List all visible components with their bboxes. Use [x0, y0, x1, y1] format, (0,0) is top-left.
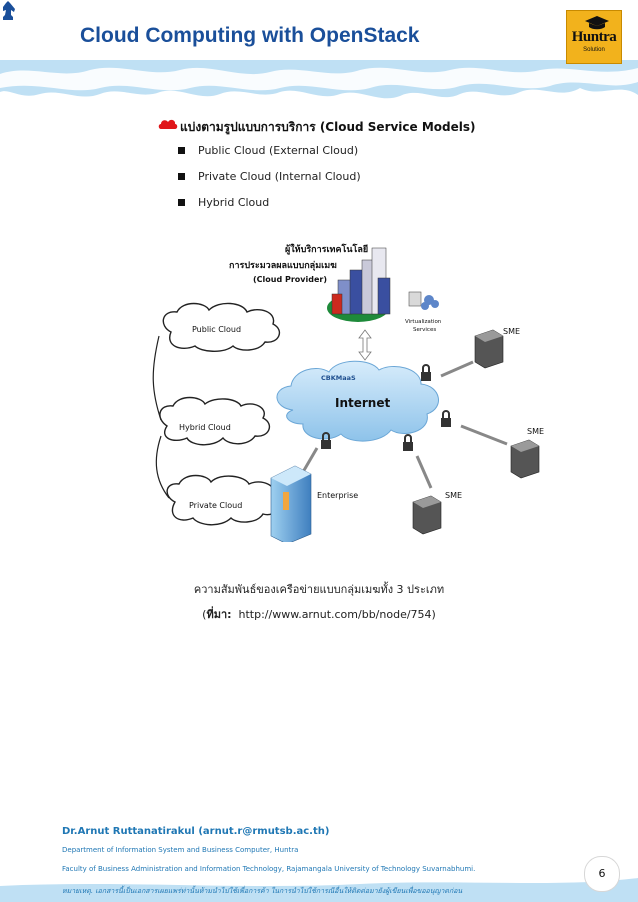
figure-caption: ความสัมพันธ์ของเครือข่ายแบบกลุ่มเมฆทั้ง …	[193, 583, 445, 596]
lock-icon	[321, 432, 331, 449]
enterprise-label: Enterprise	[317, 491, 358, 500]
footer-department: Department of Information System and Bus…	[62, 846, 299, 854]
graduation-cap-icon	[585, 16, 609, 30]
double-arrow-icon	[460, 424, 508, 446]
lock-icon	[403, 434, 413, 451]
double-arrow-icon	[301, 447, 319, 473]
sme-server-icon	[510, 439, 540, 479]
lock-icon	[421, 364, 431, 381]
hybrid-cloud-label: Hybrid Cloud	[179, 423, 231, 432]
list-item: Private Cloud (Internal Cloud)	[178, 170, 361, 196]
cloud-provider-datacenter-icon	[327, 247, 391, 322]
footer-author: Dr.Arnut Ruttanatirakul (arnut.r@rmutsb.…	[62, 826, 330, 837]
cbk-label: CBKMaaS	[321, 374, 356, 382]
cloud-network-diagram: ผู้ให้บริการเทคโนโลยี การประมวลผลแบบกลุ่…	[152, 243, 544, 542]
list-item-text: Private Cloud (Internal Cloud)	[198, 170, 361, 183]
list-item: Hybrid Cloud	[178, 196, 361, 222]
cloud-bullet-icon	[158, 119, 178, 129]
list-item-text: Hybrid Cloud	[198, 196, 270, 209]
source-url: http://www.arnut.com/bb/node/754	[238, 608, 432, 621]
square-bullet-icon	[178, 147, 185, 154]
footer-faculty: Faculty of Business Administration and I…	[62, 865, 476, 873]
service-model-list: Public Cloud (External Cloud) Private Cl…	[178, 144, 361, 222]
double-arrow-icon	[440, 360, 474, 378]
double-arrow-icon	[358, 329, 372, 361]
provider-label-line3: (Cloud Provider)	[253, 275, 327, 284]
square-bullet-icon	[178, 173, 185, 180]
sme-label: SME	[503, 327, 520, 336]
page-header: Cloud Computing with OpenStack Huntra So…	[0, 0, 638, 110]
logo-text: Huntra	[571, 29, 617, 45]
list-item-text: Public Cloud (External Cloud)	[198, 144, 359, 157]
double-arrow-icon	[415, 455, 433, 489]
enterprise-building-icon	[270, 465, 312, 542]
sme-label: SME	[445, 491, 462, 500]
private-cloud-label: Private Cloud	[189, 501, 242, 510]
virtualization-label-line1: Virtualization	[405, 319, 442, 325]
virtualization-label-line2: Services	[413, 327, 436, 333]
square-bullet-icon	[178, 199, 185, 206]
connector-line	[152, 335, 162, 421]
section-heading: แบ่งตามรูปแบบการบริการ (Cloud Service Mo…	[180, 120, 476, 134]
provider-label-line1: ผู้ให้บริการเทคโนโลยี	[285, 243, 368, 255]
sme-server-icon	[412, 495, 442, 535]
sme-label: SME	[527, 427, 544, 436]
footer-note: หมายเหตุ. เอกสารนี้เป็นเอกสารเผยแพร่ท่าน…	[62, 887, 463, 895]
chess-knight-icon	[3, 1, 15, 20]
provider-label-line2: การประมวลผลแบบกลุ่มเมฆ	[229, 260, 337, 271]
page-number: 6	[584, 856, 620, 892]
internet-label: Internet	[335, 396, 390, 410]
list-item: Public Cloud (External Cloud)	[178, 144, 361, 170]
virtualization-services-icon	[408, 291, 439, 310]
footer-band	[0, 878, 638, 902]
sky-background	[0, 60, 638, 110]
figure-source: (ที่มา: http://www.arnut.com/bb/node/754…	[202, 608, 436, 621]
public-cloud-label: Public Cloud	[192, 325, 241, 334]
logo-subtext: Solution	[583, 47, 605, 53]
hybrid-cloud-shape	[159, 396, 271, 446]
sme-server-icon	[474, 329, 504, 369]
source-label: ที่มา:	[206, 608, 232, 621]
connector-line	[155, 435, 170, 499]
page-title: Cloud Computing with OpenStack	[80, 24, 420, 47]
internet-cloud-shape	[276, 360, 439, 442]
lock-icon	[441, 410, 451, 427]
huntra-logo: Huntra Solution	[566, 10, 622, 64]
public-cloud-shape	[162, 302, 281, 352]
